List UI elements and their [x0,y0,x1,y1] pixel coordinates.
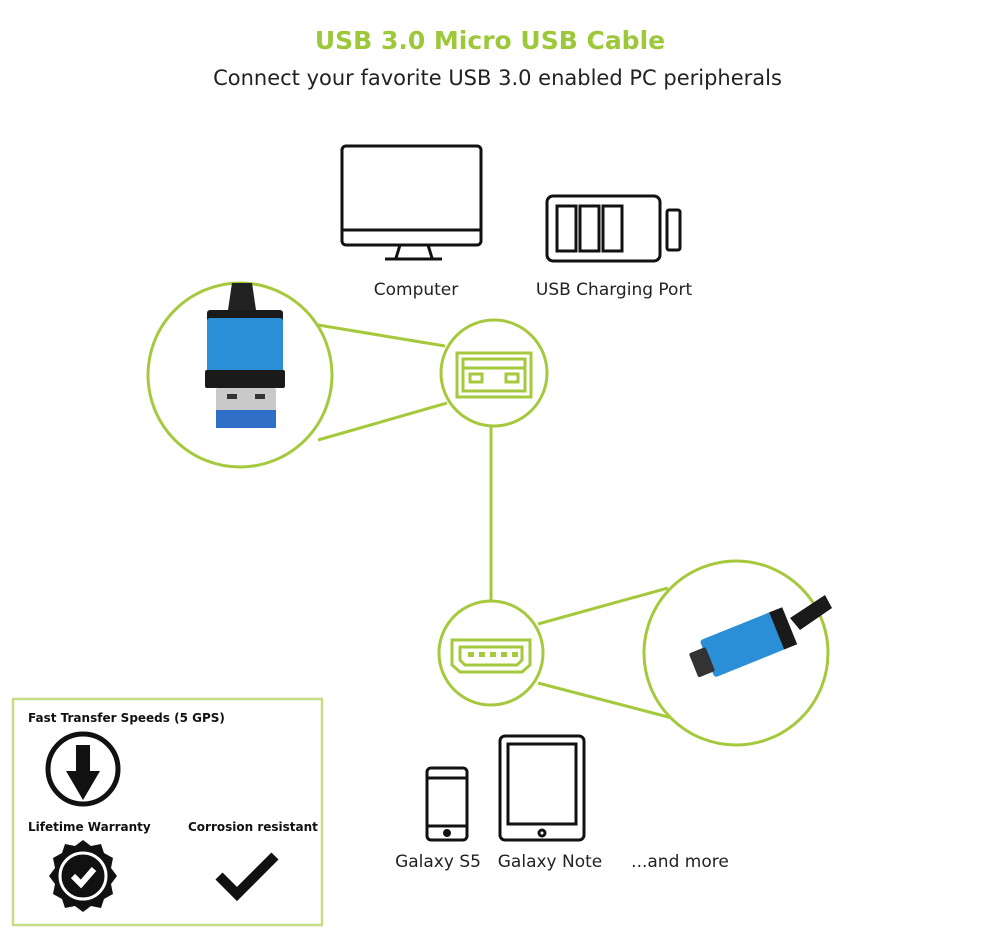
host-label-computer: Computer [373,280,459,300]
connector-lines [317,323,673,720]
page-title: USB 3.0 Micro USB Cable [314,26,666,55]
device-label-galaxy-s5: Galaxy S5 [395,852,481,872]
usb-a-port-icon [439,318,549,428]
feature-corrosion-resistant: Corrosion resistant [188,820,318,834]
usb-a-zoom-circle [146,281,334,469]
feature-lifetime-warranty: Lifetime Warranty [28,820,151,834]
features-box [11,697,324,927]
checkmark-icon [215,852,279,902]
battery-icon [545,194,682,263]
micro-usb-zoom-circle [642,559,832,747]
feature-fast-transfer: Fast Transfer Speeds (5 GPS) [28,711,225,725]
badge-check-icon [49,840,117,912]
device-label-more: ...and more [631,852,729,872]
micro-usb-port-icon [437,599,545,707]
phone-icon [425,766,469,842]
download-arrow-icon [45,731,121,807]
host-label-charging-port: USB Charging Port [535,280,693,300]
device-label-galaxy-note: Galaxy Note [497,852,603,872]
page-subtitle: Connect your favorite USB 3.0 enabled PC… [213,66,782,90]
tablet-icon [498,734,586,842]
monitor-icon [340,144,483,261]
